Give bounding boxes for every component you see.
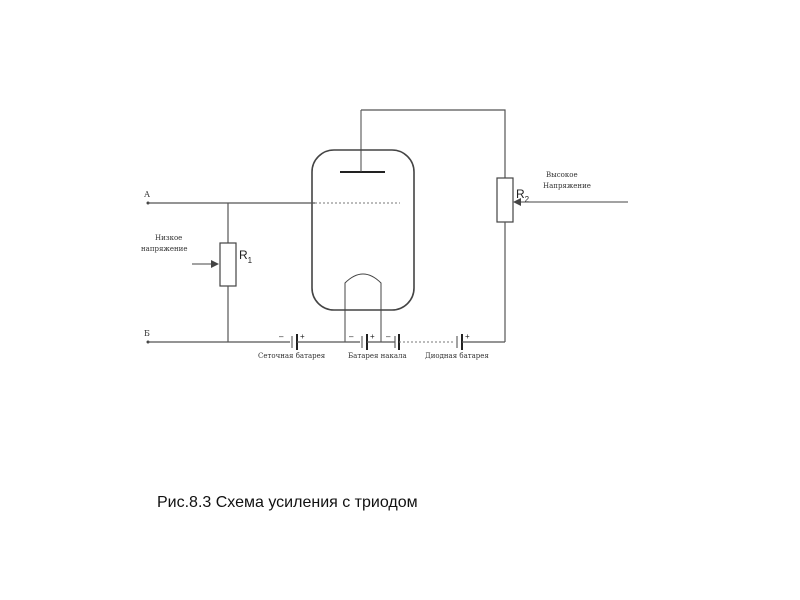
diode-battery: + [456,332,470,350]
grid-battery-label: Сеточная батарея [258,352,326,360]
grid-battery: – + [279,332,305,350]
diode-battery-plus: + [465,332,470,341]
triode-tube [311,110,415,342]
grid-battery-plus: + [300,332,305,341]
resistor-r2 [496,177,514,223]
wire-anode-to-r2 [361,109,506,178]
filament-battery-plus: + [370,332,375,341]
high-voltage-line2: Напряжение [543,182,591,190]
figure-caption: Рис.8.3 Схема усиления с триодом [157,494,418,511]
filament-battery-label: Батарея накала [348,352,407,360]
high-voltage-arrowhead [513,198,521,206]
cathode-filament [344,273,382,342]
grid-battery-minus: – [279,332,284,341]
terminal-b-label: Б [144,329,150,338]
filament-battery: – + – [349,332,400,350]
r1-label: R1 [239,248,253,265]
low-voltage-line1: Низкое [155,234,182,242]
high-voltage-line1: Высокое [546,171,578,179]
resistor-r1 [219,242,237,287]
low-voltage-arrowhead [211,260,219,268]
tube-envelope [311,149,415,311]
filament-battery-minus: – [349,332,354,341]
terminal-a-label: А [144,190,150,199]
r2-label: R2 [516,187,530,204]
diode-battery-label: Диодная батарея [425,352,489,360]
filament-battery-minus-2: – [386,332,391,341]
low-voltage-line2: напряжение [141,245,187,253]
